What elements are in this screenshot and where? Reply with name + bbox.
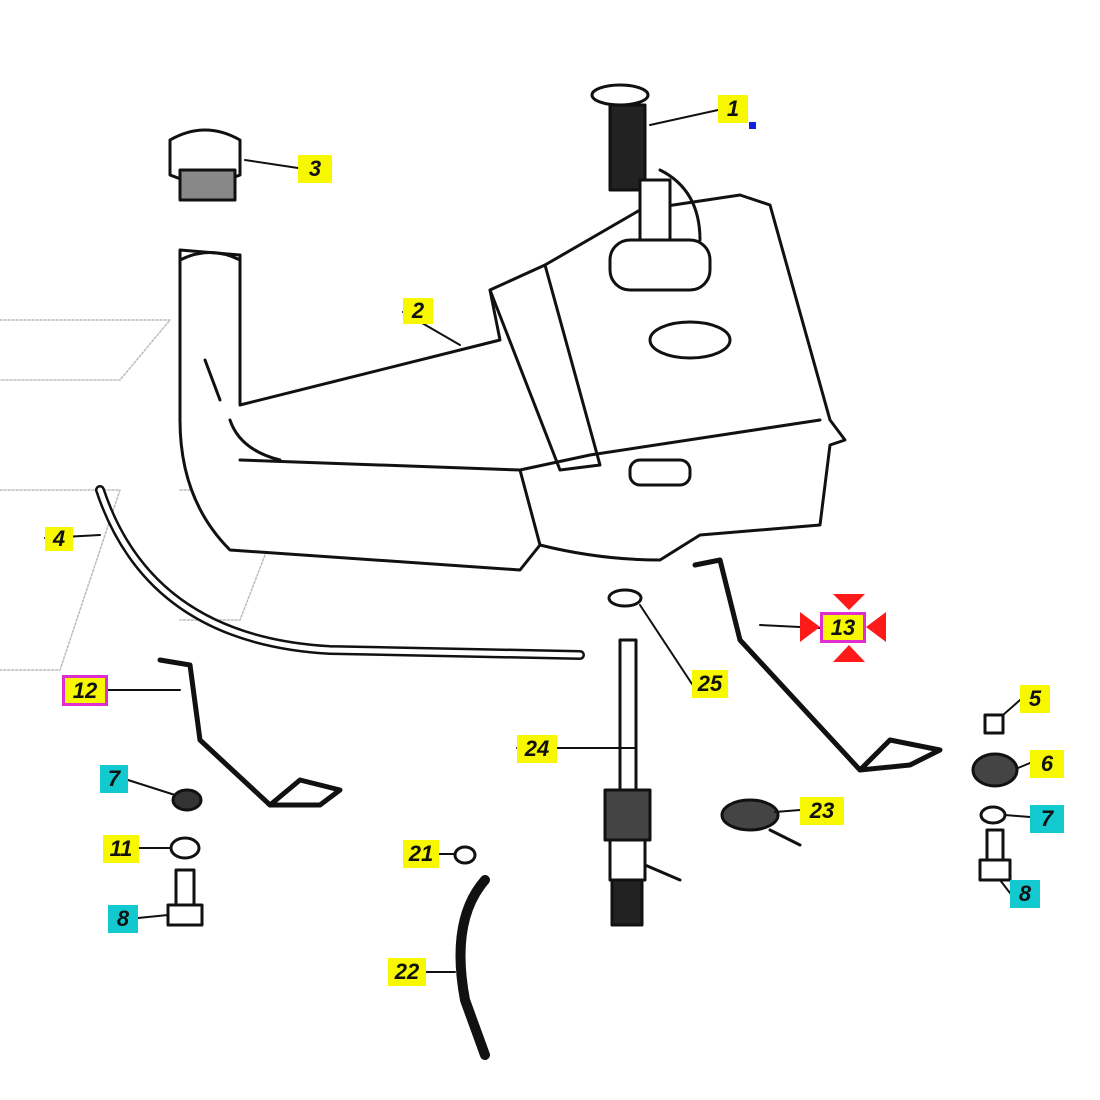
fuel-cap[interactable] [168,128,242,202]
breather-hose[interactable] [455,875,490,1060]
label-part-7-right[interactable]: 7 [1030,805,1064,833]
hose-clamp[interactable] [720,798,802,847]
label-part-11[interactable]: 11 [103,835,139,863]
bracket-13[interactable] [692,557,943,773]
label-part-22[interactable]: 22 [388,958,426,986]
label-part-1[interactable]: 1 [718,95,748,123]
label-part-4[interactable]: 4 [45,526,73,551]
label-part-6[interactable]: 6 [1030,750,1064,778]
grommet[interactable] [971,752,1019,788]
bracket-12[interactable] [157,657,343,808]
label-part-23[interactable]: 23 [800,797,844,825]
washer-right[interactable] [979,805,1007,825]
label-part-8-right[interactable]: 8 [1010,880,1040,908]
bolt-left[interactable] [166,868,204,927]
label-part-7-left[interactable]: 7 [100,765,128,793]
marker-dot [749,122,756,129]
label-part-5[interactable]: 5 [1020,685,1050,713]
label-part-2[interactable]: 2 [403,298,433,324]
label-part-13[interactable]: 13 [820,612,866,643]
label-part-21[interactable]: 21 [403,840,439,868]
bolt-right[interactable] [978,828,1012,882]
label-part-25[interactable]: 25 [692,670,728,698]
o-ring[interactable] [607,588,643,608]
label-part-3[interactable]: 3 [298,155,332,183]
label-part-24[interactable]: 24 [517,735,557,763]
nut-left[interactable] [171,788,203,812]
cap-nut[interactable] [983,713,1005,735]
small-clamp[interactable] [453,845,477,865]
fuel-tap[interactable] [603,638,682,927]
label-part-8-left[interactable]: 8 [108,905,138,933]
label-part-12[interactable]: 12 [62,675,108,706]
selection-marker-arrows [800,594,886,662]
washer-left[interactable] [169,836,201,860]
fuel-tank[interactable] [178,193,847,572]
fuel-sender-unit[interactable] [590,83,712,292]
